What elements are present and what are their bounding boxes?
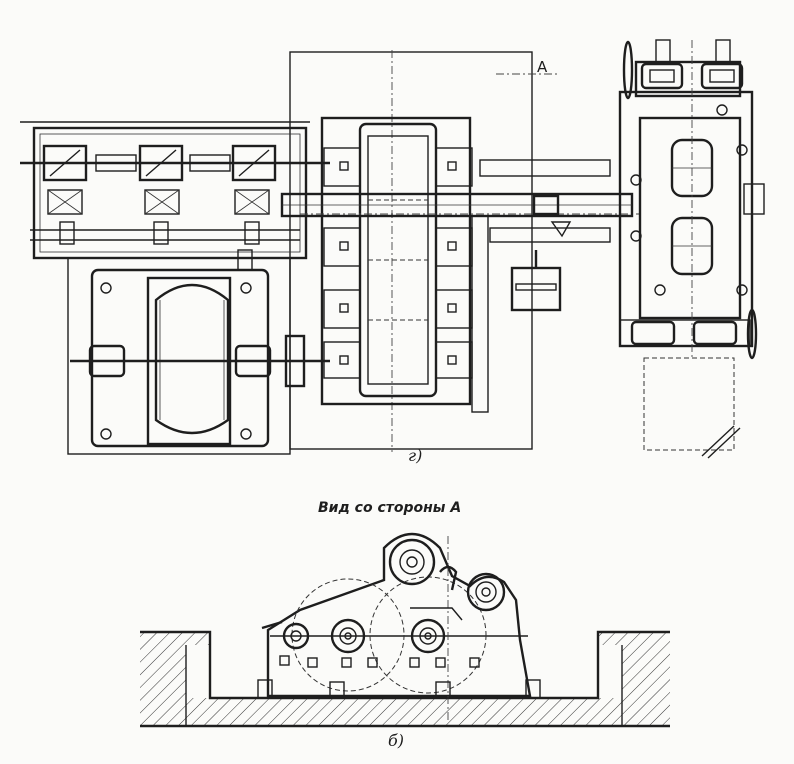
bearing-r4 <box>435 341 473 379</box>
top-shaft-left <box>655 39 671 65</box>
reducer-base-plate <box>289 51 533 450</box>
spindle-wedge <box>550 221 572 238</box>
bottom-housing-left <box>630 320 676 346</box>
bearing-l3 <box>323 289 361 329</box>
bearing-l1 <box>323 147 361 187</box>
top-shaft-right <box>715 39 731 65</box>
bearing-l2 <box>323 227 361 267</box>
side-view-title: Вид со стороны А <box>318 500 462 516</box>
plan-caption: г) <box>408 446 423 465</box>
motor-foundation <box>67 257 291 455</box>
upper-spindle <box>479 159 611 177</box>
bottom-housing-right <box>692 320 738 346</box>
gear-circle-left <box>291 578 405 692</box>
side-view <box>140 532 670 728</box>
foundation-hatch <box>140 632 670 726</box>
housing-openings <box>279 655 480 668</box>
section-label-a: A <box>537 58 548 76</box>
stand-housing <box>638 116 742 320</box>
connecting-spindles <box>280 159 634 413</box>
bearing-r1 <box>435 147 473 187</box>
plan-view <box>20 39 765 459</box>
gearbox-outline <box>320 116 472 406</box>
side-view-caption: б) <box>388 731 405 750</box>
stand-top-housing <box>634 60 742 98</box>
support-beam <box>471 215 489 413</box>
lever <box>261 620 283 630</box>
bearing-r2 <box>435 227 473 267</box>
bearing-l4 <box>323 341 361 379</box>
motor-housing <box>154 283 230 435</box>
screwdown-left <box>640 62 684 90</box>
small-bracket <box>237 249 253 271</box>
coupling-box-2 <box>144 189 180 215</box>
hook <box>439 565 458 591</box>
spindle-coupling <box>532 194 560 216</box>
coupling-box-3 <box>234 189 270 215</box>
pit-outline <box>140 630 670 700</box>
motor-assembly <box>67 257 330 455</box>
stand-bottom <box>619 319 751 347</box>
coupling <box>284 334 306 388</box>
screwdown-right <box>700 62 744 90</box>
rolling-stand <box>618 39 765 459</box>
handwheel-bottom <box>746 308 758 360</box>
shaft-bearings <box>282 538 506 654</box>
side-bracket <box>743 183 765 215</box>
handwheel-top <box>622 40 634 100</box>
machine-housing <box>266 532 532 698</box>
drive-outline-dashed <box>643 357 735 451</box>
gear-units-row <box>20 144 330 271</box>
gearbox <box>300 116 640 406</box>
bearing-r3 <box>435 289 473 329</box>
motor-plate <box>90 268 270 448</box>
lower-spindle <box>489 227 611 243</box>
hydraulic-cylinder <box>510 266 562 312</box>
inner-rib <box>410 607 463 621</box>
coupling-box-1 <box>47 189 83 215</box>
